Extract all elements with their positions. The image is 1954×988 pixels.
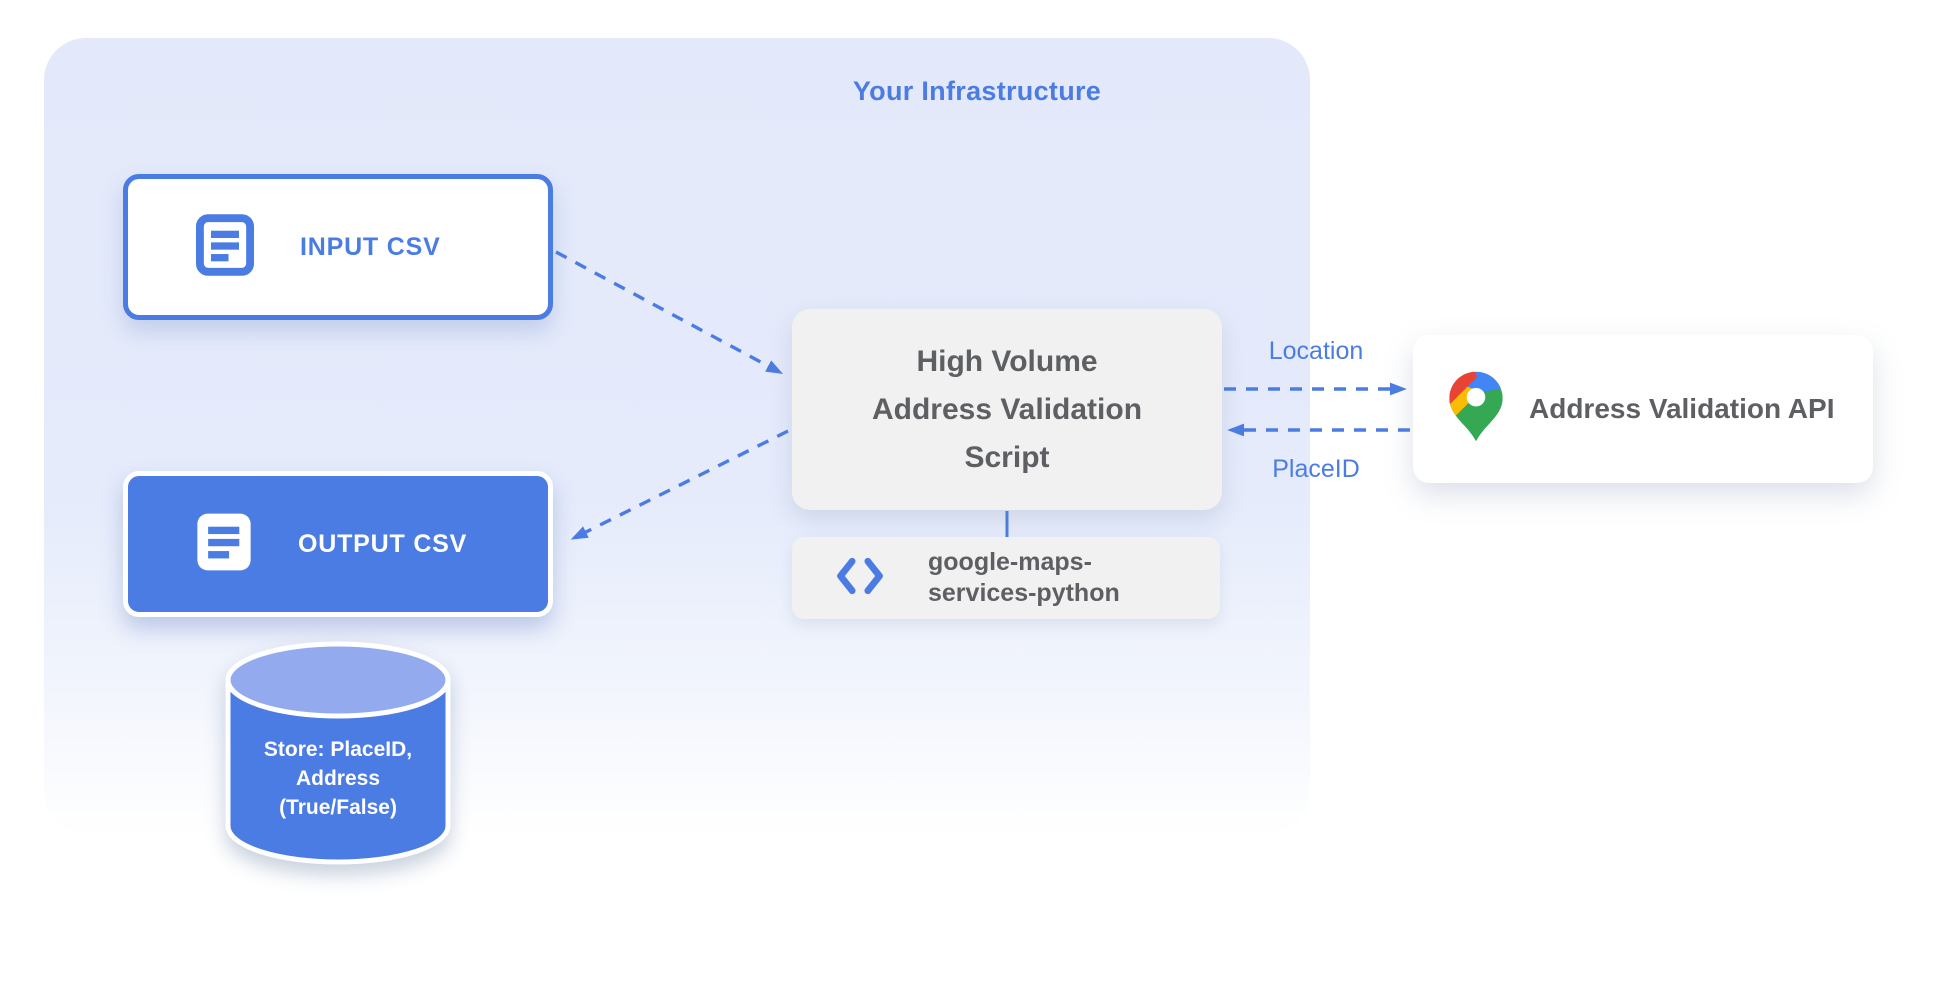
node-library: google-maps- services-python [792,537,1220,619]
script-label-line: Address Validation [871,392,1143,426]
datastore-label: Store: PlaceID, Address (True/False) [263,738,413,819]
output-csv-label: OUTPUT CSV [298,529,468,558]
node-validation-script: High Volume Address Validation Script [792,309,1222,510]
script-label-line: High Volume [916,344,1098,378]
document-icon [190,210,260,285]
api-label: Address Validation API [1529,393,1835,424]
code-icon [834,554,886,603]
node-output-csv: OUTPUT CSV [123,471,553,617]
input-csv-label: INPUT CSV [300,232,441,261]
library-label: google-maps- services-python [928,548,1120,607]
document-icon [190,508,258,581]
script-label-line: Script [964,440,1050,474]
arrow-input-to-script [555,250,784,375]
node-datastore: Store: PlaceID, Address (True/False) [218,634,458,886]
google-maps-pin-icon [1447,370,1505,448]
group-title: Your Infrastructure [852,76,1102,106]
edge-label-placeid: PlaceID [1272,455,1360,483]
arrow-script-to-output [570,429,789,540]
node-address-validation-api: Address Validation API [1413,335,1873,483]
database-cylinder [225,641,451,865]
node-input-csv: INPUT CSV [123,174,553,320]
edge-label-location: Location [1268,337,1364,365]
